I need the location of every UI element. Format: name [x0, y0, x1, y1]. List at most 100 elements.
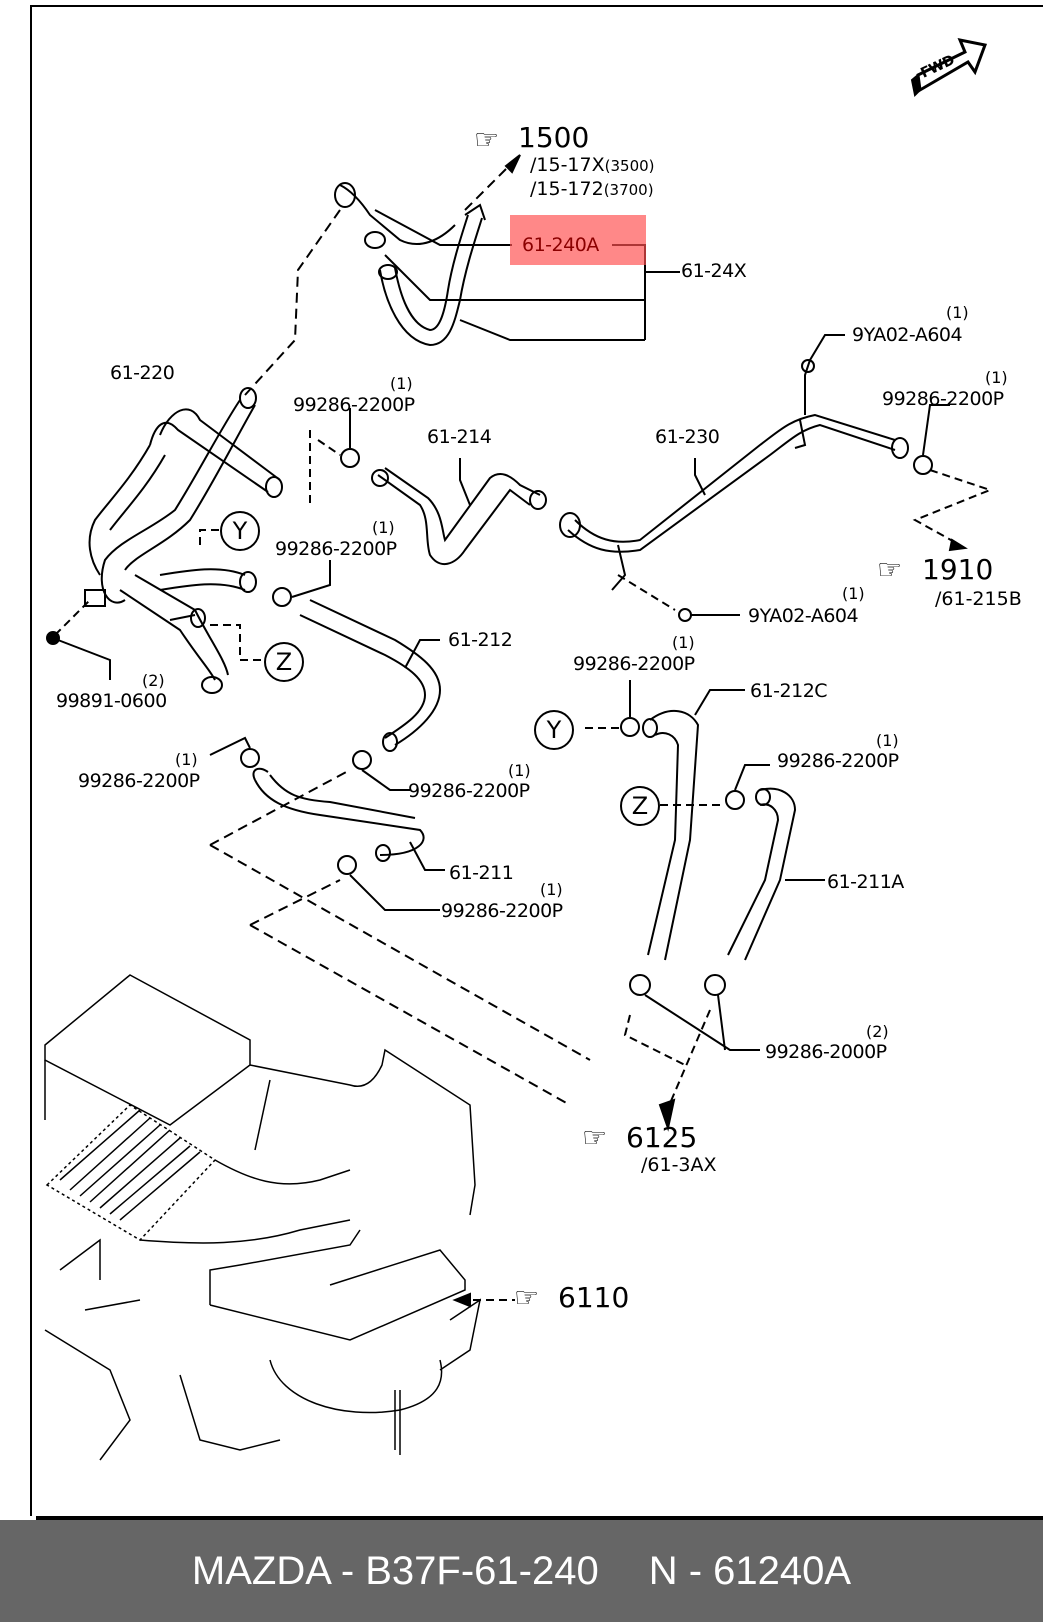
leader-61-212c: [694, 689, 745, 716]
arrowhead: [658, 1098, 676, 1132]
footer-part-number: MAZDA - B37F-61-240: [191, 1548, 599, 1593]
heater-hose-diagram: [44, 37, 993, 1461]
leader-bolt-top: [809, 334, 845, 361]
connector-z-right[interactable]: Z: [620, 786, 660, 826]
leader-clamp: [291, 560, 331, 598]
dashed-guide: [617, 574, 676, 611]
bolt-head-icon: [801, 359, 815, 373]
pipe-61-220: [84, 387, 283, 694]
part-label-61-240a[interactable]: 61-240A: [522, 234, 599, 256]
dashed-guide: [244, 209, 341, 396]
heater-unit: [44, 974, 482, 1461]
part-label-99286-2200p[interactable]: 99286-2200P: [408, 780, 530, 802]
pipe-61-230: [559, 413, 909, 591]
pointing-hand-icon: ☞: [514, 1281, 540, 1314]
pointing-hand-icon: ☞: [582, 1121, 608, 1154]
bolt-head-icon: [678, 608, 692, 622]
qty-label: (1): [390, 374, 413, 393]
arrowhead: [948, 538, 968, 552]
part-label-99286-2200p[interactable]: 99286-2200P: [573, 653, 695, 675]
dashed-arrow-6125: [623, 1009, 711, 1116]
ref-6125-sub[interactable]: /61-3AX: [641, 1154, 717, 1176]
ref-1910-sub[interactable]: /61-215B: [935, 588, 1022, 610]
bolt-top: [804, 359, 811, 415]
dashed-arrow-1910: [912, 469, 993, 546]
part-label-61-230[interactable]: 61-230: [655, 426, 720, 448]
footer-divider: [36, 1516, 1043, 1520]
part-label-99891-0600[interactable]: 99891-0600: [56, 690, 167, 712]
hose-61-240a: [334, 182, 486, 347]
hose-61-212: [299, 599, 442, 752]
clamps: [240, 448, 933, 996]
frame-left-border: [30, 5, 32, 1516]
dashed-link-z: [210, 624, 262, 661]
connector-y-right[interactable]: Y: [534, 710, 574, 750]
qty-label: (1): [175, 750, 198, 769]
leader-clamp: [922, 404, 950, 456]
qty-label: (1): [372, 518, 395, 537]
qty-label: (1): [985, 368, 1008, 387]
part-label-99286-2200p[interactable]: 99286-2200P: [275, 538, 397, 560]
part-label-61-211[interactable]: 61-211: [449, 862, 514, 884]
fwd-arrow-icon: [910, 37, 988, 98]
hose-61-212c: [642, 710, 700, 961]
qty-label: (1): [508, 761, 531, 780]
pointing-hand-icon: ☞: [474, 123, 500, 156]
part-label-61-211a[interactable]: 61-211A: [827, 871, 904, 893]
qty-label: (2): [866, 1022, 889, 1041]
leader-clamp: [209, 736, 251, 756]
part-label-99286-2200p[interactable]: 99286-2200P: [78, 770, 200, 792]
pointing-hand-icon: ☞: [877, 553, 903, 586]
nut-99891-0600: [46, 631, 60, 645]
part-label-99286-2200p[interactable]: 99286-2200P: [441, 900, 563, 922]
ref-6125-number[interactable]: 6125: [626, 1121, 698, 1154]
part-label-61-220[interactable]: 61-220: [110, 362, 175, 384]
dashed-guide: [309, 430, 341, 505]
arrowhead: [504, 154, 521, 174]
qty-label: (1): [876, 731, 899, 750]
part-label-99286-2200p[interactable]: 99286-2200P: [777, 750, 899, 772]
ref-1500-sub-2[interactable]: /15-172(3700): [530, 178, 654, 200]
leader-61-214: [459, 458, 471, 506]
qty-label: (1): [672, 633, 695, 652]
qty-label: (1): [842, 584, 865, 603]
highlight-box: [510, 215, 646, 265]
leader-clamp: [349, 874, 440, 911]
leader-clamp-2000: [644, 994, 760, 1051]
part-label-61-214[interactable]: 61-214: [427, 426, 492, 448]
hose-61-211a: [727, 787, 797, 961]
part-label-61-24x[interactable]: 61-24X: [681, 260, 747, 282]
arrowhead: [452, 1292, 471, 1308]
dashed-link-y: [199, 529, 220, 545]
ref-1500-sub-1[interactable]: /15-17X(3500): [530, 154, 655, 176]
dashed-guide: [54, 599, 91, 636]
part-label-9ya02-a604-bottom[interactable]: 9YA02-A604: [748, 605, 859, 627]
leader-61-212: [404, 639, 440, 669]
footer-diagram-ref: N - 61240A: [648, 1548, 852, 1593]
hose-61-214: [371, 467, 547, 565]
part-label-9ya02-a604-top[interactable]: 9YA02-A604: [852, 324, 963, 346]
dashed-guide: [209, 769, 591, 1106]
qty-label: (1): [946, 303, 969, 322]
qty-label: (2): [142, 671, 165, 690]
part-label-99286-2200p[interactable]: 99286-2200P: [293, 394, 415, 416]
connector-y-left[interactable]: Y: [220, 511, 260, 551]
leader-61-230: [694, 458, 706, 496]
leader-nut: [57, 639, 111, 680]
ref-6110-number[interactable]: 6110: [558, 1281, 630, 1314]
footer-bar: MAZDA - B37F-61-240 N - 61240A: [0, 1520, 1043, 1622]
part-label-99286-2000p[interactable]: 99286-2000P: [765, 1041, 887, 1063]
ref-1500-number[interactable]: 1500: [518, 121, 590, 154]
frame-top-border: [30, 5, 1043, 7]
leader-clamp: [734, 764, 770, 791]
part-label-99286-2200p[interactable]: 99286-2200P: [882, 388, 1004, 410]
leader-61-211: [409, 841, 445, 871]
connector-z-left[interactable]: Z: [264, 642, 304, 682]
qty-label: (1): [540, 880, 563, 899]
ref-1910-number[interactable]: 1910: [922, 553, 994, 586]
hose-61-211: [252, 767, 425, 862]
part-label-61-212[interactable]: 61-212: [448, 629, 513, 651]
leader-clamp: [361, 769, 410, 791]
dashed-arrow-1500: [464, 159, 516, 211]
part-label-61-212c[interactable]: 61-212C: [750, 680, 828, 702]
